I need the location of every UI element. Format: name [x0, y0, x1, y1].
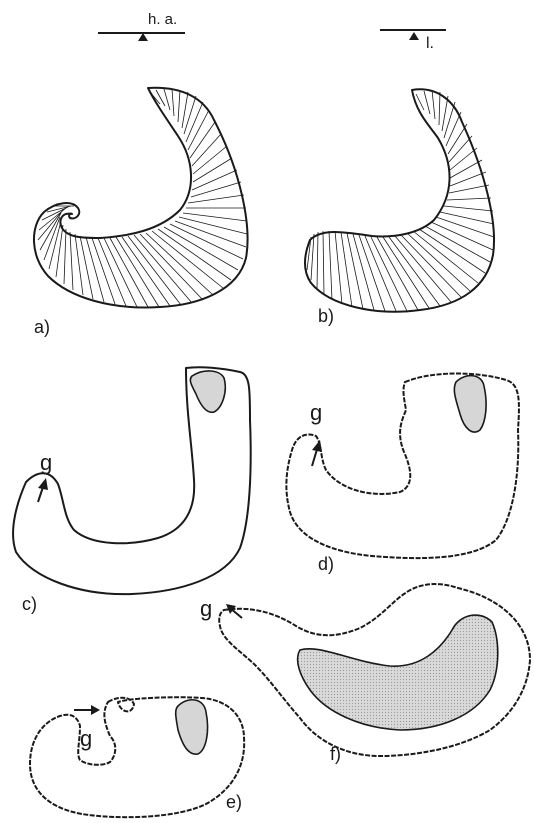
- panel-label-a: a): [34, 317, 50, 337]
- section-b: [305, 89, 494, 311]
- panel-label-d: d): [318, 554, 334, 574]
- panel-label-c: c): [22, 594, 37, 614]
- section-d: g: [286, 374, 519, 559]
- marker-g-e: g: [80, 726, 92, 751]
- marker-g-d: g: [310, 400, 322, 425]
- scale-bar-right: l.: [380, 30, 446, 52]
- scale-bar-left: h. a.: [98, 11, 185, 41]
- marker-g-f: g: [200, 596, 212, 621]
- marker-g-c: g: [40, 450, 52, 475]
- scale-label-right: l.: [426, 35, 434, 52]
- panel-label-e: e): [226, 792, 242, 812]
- section-c: g: [13, 367, 251, 594]
- panel-label-f: f): [330, 744, 341, 764]
- section-f: g: [200, 584, 530, 756]
- section-e: g: [30, 697, 244, 817]
- section-a: [34, 88, 248, 308]
- scale-label-left: h. a.: [148, 11, 177, 28]
- panel-label-b: b): [318, 306, 334, 326]
